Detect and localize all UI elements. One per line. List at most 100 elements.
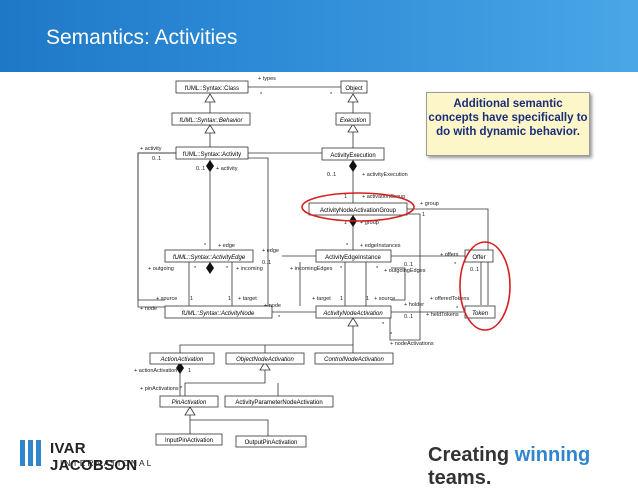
label-zero-one: 0..1 — [262, 260, 271, 266]
class-offer[interactable]: Offer — [464, 249, 494, 263]
label-node2: + node — [264, 303, 281, 309]
svg-text:Execution: Execution — [340, 118, 367, 124]
class-object[interactable]: Object — [340, 80, 368, 94]
class-fuml-activity-edge[interactable]: fUML::Syntax::ActivityEdge — [164, 249, 254, 263]
svg-text:ControlNodeActivation: ControlNodeActivation — [324, 357, 384, 363]
label-star: * — [390, 332, 393, 338]
callout-note: Additional semantic concepts have specif… — [426, 92, 590, 156]
label-action-activation: + actionActivation — [134, 368, 177, 374]
svg-text:fUML::Syntax::ActivityNode: fUML::Syntax::ActivityNode — [182, 311, 255, 317]
label-one: 1 — [228, 296, 231, 302]
label-edge: + edge — [218, 243, 235, 249]
svg-text:Token: Token — [472, 311, 489, 317]
svg-text:PinActivation: PinActivation — [172, 400, 207, 406]
label-group2: + group — [360, 220, 379, 226]
svg-text:InputPinActivation: InputPinActivation — [165, 438, 213, 444]
label-node: + node — [140, 306, 157, 312]
label-activation-group: + activationGroup — [362, 194, 405, 200]
class-object-node-activation[interactable]: ObjectNodeActivation — [225, 352, 305, 365]
slide-header: Semantics: Activities — [0, 0, 638, 72]
logo-name: IVAR JACOBSON — [50, 440, 138, 474]
association-labels: + types * * + activity 0..1 0..1 + activ… — [134, 76, 479, 392]
svg-text:OutputPinActivation: OutputPinActivation — [245, 440, 298, 446]
svg-text:ActivityEdgeInstance: ActivityEdgeInstance — [325, 255, 381, 261]
label-star: * — [330, 92, 333, 98]
class-action-activation[interactable]: ActionActivation — [149, 352, 215, 365]
label-star: * — [204, 243, 207, 249]
label-star: * — [340, 266, 343, 272]
class-activity-edge-instance[interactable]: ActivityEdgeInstance — [315, 249, 392, 263]
label-outgoing-edges: + outgoingEdges — [384, 268, 426, 274]
svg-text:fUML::Syntax::Behavior: fUML::Syntax::Behavior — [179, 118, 243, 124]
label-star: * — [226, 266, 229, 272]
logo-mark-icon — [20, 440, 41, 466]
svg-text:Object: Object — [345, 86, 363, 92]
label-incoming: + incoming — [236, 266, 263, 272]
label-zero-one: 0..1 — [327, 172, 336, 178]
label-star: * — [456, 306, 459, 312]
label-zero-one: 0..1 — [196, 166, 205, 172]
label-offered-tokens: + offeredTokens — [430, 296, 469, 302]
uml-class-diagram: fUML::Syntax::Class Object fUML::Syntax:… — [134, 76, 511, 448]
slide-title: Semantics: Activities — [46, 26, 238, 49]
label-star: * — [382, 322, 385, 328]
svg-text:fUML::Syntax::Class: fUML::Syntax::Class — [185, 86, 239, 92]
label-one: 1 — [422, 212, 425, 218]
label-held-tokens: + heldTokens — [426, 312, 459, 318]
class-fuml-activity[interactable]: fUML::Syntax::Activity — [175, 146, 249, 160]
label-types: + types — [258, 76, 276, 82]
highlight-ellipses — [301, 192, 511, 331]
label-zero-one: 0..1 — [470, 267, 479, 273]
label-zero-one: 0..1 — [152, 156, 161, 162]
svg-text:ObjectNodeActivation: ObjectNodeActivation — [236, 357, 294, 363]
class-execution[interactable]: Execution — [335, 112, 371, 126]
logo-subtitle: INTERNATIONAL — [60, 458, 154, 468]
class-token[interactable]: Token — [464, 305, 496, 319]
svg-text:Offer: Offer — [472, 255, 485, 261]
label-one: 1 — [188, 368, 191, 374]
class-output-pin-activation[interactable]: OutputPinActivation — [235, 435, 307, 448]
svg-text:fUML::Syntax::Activity: fUML::Syntax::Activity — [183, 152, 241, 158]
generalization-arrows — [184, 93, 359, 416]
class-activity-execution[interactable]: ActivityExecution — [321, 147, 385, 161]
highlight-ellipse-offer-token — [459, 241, 511, 331]
highlight-ellipse-group — [301, 192, 415, 222]
company-logo: IVAR JACOBSON INTERNATIONAL — [18, 436, 168, 474]
label-source: + source — [156, 296, 177, 302]
class-control-node-activation[interactable]: ControlNodeActivation — [314, 352, 394, 365]
label-zero-one: 0..1 — [404, 262, 413, 268]
class-fuml-behavior[interactable]: fUML::Syntax::Behavior — [171, 112, 251, 126]
label-star: * — [376, 266, 379, 272]
label-star: * — [194, 266, 197, 272]
label-star: * — [454, 262, 457, 268]
class-activity-node-activation[interactable]: ActivityNodeActivation — [315, 305, 392, 319]
label-star: * — [260, 92, 263, 98]
svg-text:ActivityNodeActivation: ActivityNodeActivation — [322, 311, 383, 317]
label-star: * — [180, 386, 183, 392]
label-activity-execution: + activityExecution — [362, 172, 408, 178]
label-incoming-edges: + incomingEdges — [290, 266, 333, 272]
svg-text:ActivityNodeActivationGroup: ActivityNodeActivationGroup — [320, 208, 397, 214]
tagline-part1: Creating — [428, 444, 515, 466]
label-edge2: + edge — [262, 248, 279, 254]
label-activity-mid: + activity — [216, 166, 238, 172]
label-group: + group — [420, 201, 439, 207]
label-outgoing: + outgoing — [148, 266, 174, 272]
label-one: 1 — [344, 194, 347, 200]
label-pin-activations: + pinActivations — [140, 386, 179, 392]
tagline-part2: teams. — [428, 467, 492, 489]
label-star: * — [346, 243, 349, 249]
label-zero-one: 0..1 — [404, 314, 413, 320]
svg-text:ActionActivation: ActionActivation — [160, 357, 204, 363]
class-fuml-class[interactable]: fUML::Syntax::Class — [175, 80, 249, 94]
label-target2: + target — [312, 296, 331, 302]
label-offers: + offers — [440, 252, 459, 258]
class-fuml-activity-node[interactable]: fUML::Syntax::ActivityNode — [164, 305, 273, 319]
class-pin-activation[interactable]: PinActivation — [159, 395, 219, 408]
class-activity-parameter-node-activation[interactable]: ActivityParameterNodeActivation — [224, 395, 334, 408]
svg-text:fUML::Syntax::ActivityEdge: fUML::Syntax::ActivityEdge — [173, 255, 246, 261]
class-activity-node-activation-group[interactable]: ActivityNodeActivationGroup — [308, 202, 408, 216]
svg-text:ActivityParameterNodeActivatio: ActivityParameterNodeActivation — [235, 400, 322, 406]
class-input-pin-activation[interactable]: InputPinActivation — [155, 433, 223, 446]
label-activity-left: + activity — [140, 146, 162, 152]
